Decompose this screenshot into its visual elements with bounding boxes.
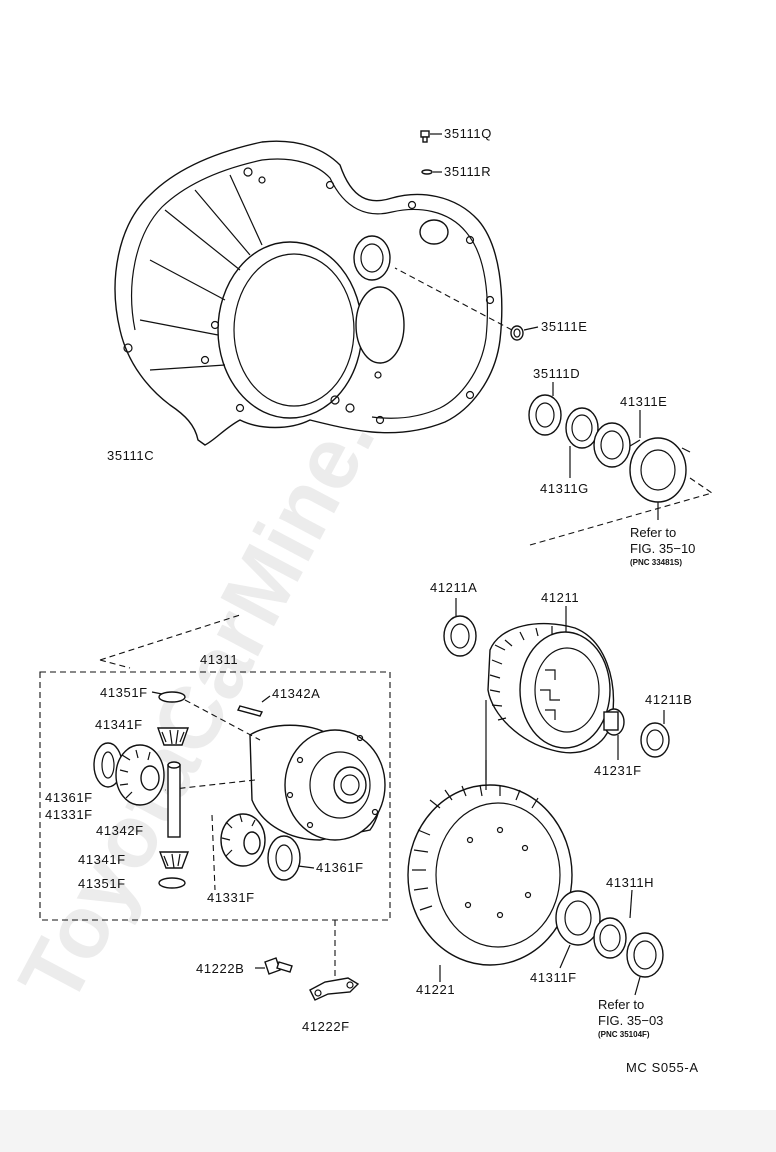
ref-leader-upper (529, 492, 713, 546)
bearing-41211b (640, 710, 670, 758)
label-41311e: 41311E (620, 394, 667, 409)
label-41351f-top: 41351F (100, 685, 148, 700)
ref2-line1: Refer to (598, 997, 644, 1012)
transaxle-case (114, 140, 503, 446)
label-35111q: 35111Q (444, 126, 492, 141)
label-41361f-left: 41361F (45, 790, 93, 805)
plug-35111q (420, 130, 442, 143)
diff-case-box (39, 671, 391, 921)
shaft-41342f (167, 761, 181, 838)
diagram-sheet (0, 0, 776, 1110)
side-gear-41331f-left (115, 744, 165, 806)
label-41211a: 41211A (430, 580, 477, 595)
washer-41361f-left (93, 742, 123, 788)
label-41311h: 41311H (606, 875, 654, 890)
label-41231f: 41231F (594, 763, 642, 778)
bearing-41211a (443, 598, 477, 657)
washer-41351f-top (151, 691, 186, 703)
label-41311f: 41311F (530, 970, 577, 985)
label-41342f: 41342F (96, 823, 144, 838)
figure-code: MC S055-A (626, 1060, 699, 1075)
label-35111e: 35111E (541, 319, 588, 334)
label-35111c: 35111C (107, 448, 154, 463)
ref2-line3: (PNC 35104F) (598, 1030, 650, 1039)
pinion-41341f-bottom (158, 851, 190, 869)
rotor-41222f (309, 977, 360, 1001)
label-41311: 41311 (200, 652, 238, 667)
label-41361f-right: 41361F (316, 860, 364, 875)
label-41351f-bottom: 41351F (78, 876, 126, 891)
bearing-41311f (555, 890, 601, 969)
diff-case (164, 724, 386, 841)
pin-35111r (421, 169, 442, 175)
label-41222b: 41222B (196, 961, 244, 976)
ref1-line1: Refer to (630, 525, 676, 540)
label-41311g: 41311G (540, 481, 589, 496)
label-41211b: 41211B (645, 692, 692, 707)
label-41222f: 41222F (302, 1019, 350, 1034)
bolt-41222b (255, 957, 293, 975)
label-35111r: 35111R (444, 164, 491, 179)
label-41331f-left: 41331F (45, 807, 93, 822)
label-41211: 41211 (541, 590, 579, 605)
side-gear-41331f-bottom (220, 813, 266, 867)
ref2-line2: FIG. 35−03 (598, 1013, 663, 1028)
footer-strip (0, 1110, 776, 1152)
label-41341f-bottom: 41341F (78, 852, 126, 867)
washer-41361f-right (267, 835, 301, 881)
label-41342a: 41342A (272, 686, 320, 701)
ref1-line2: FIG. 35−10 (630, 541, 695, 556)
ref1-line3: (PNC 33481S) (630, 558, 682, 567)
bearing-race-41311e (593, 410, 691, 520)
bearing-inner-41231f (603, 708, 625, 760)
washer-41351f-bottom (158, 877, 186, 889)
label-41341f-top: 41341F (95, 717, 143, 732)
shim-41311g (565, 407, 599, 478)
label-35111d: 35111D (533, 366, 580, 381)
shim-41311h (593, 889, 633, 959)
drive-gear-41211 (485, 606, 615, 780)
label-41331f-bottom: 41331F (207, 890, 255, 905)
ring-gear-41221 (407, 784, 573, 982)
pin-41342a (236, 695, 271, 717)
oring-35111e (394, 267, 539, 341)
label-41221: 41221 (416, 982, 455, 997)
bearing-race-41311h (626, 932, 664, 996)
oil-seal-35111d (528, 382, 562, 436)
pinion-41341f-top (157, 727, 189, 746)
